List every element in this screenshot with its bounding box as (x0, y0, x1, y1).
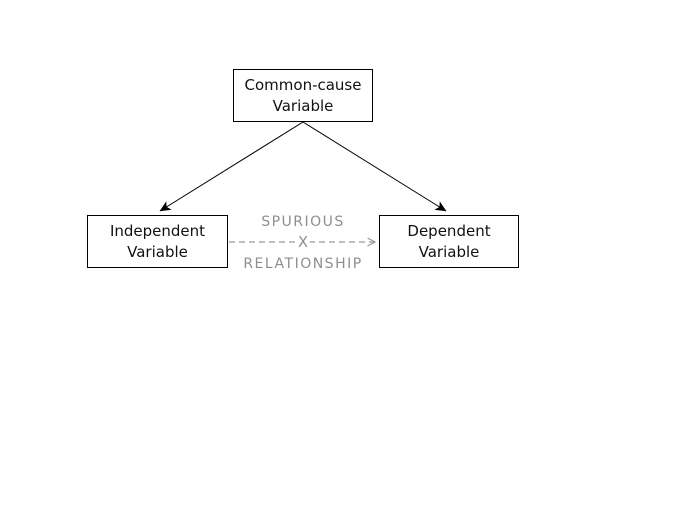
cross-mark: X (295, 233, 311, 251)
dependent-variable-label-line1: Dependent (407, 221, 491, 240)
independent-variable-label-line1: Independent (109, 221, 206, 240)
common-cause-variable-label-line2: Variable (272, 96, 334, 115)
independent-variable-label-line2: Variable (127, 242, 188, 261)
arrow-common-to-dependent (302, 121, 447, 212)
relationship-label: RELATIONSHIP (243, 256, 363, 272)
dependent-variable-label-line2: Variable (418, 242, 480, 261)
spurious-label: SPURIOUS (261, 214, 345, 230)
arrow-common-to-independent (159, 121, 304, 212)
common-cause-variable-label-line1: Common-cause (244, 75, 362, 94)
common-cause-variable-node: Common-cause Variable (233, 69, 373, 122)
independent-variable-node: Independent Variable (87, 215, 228, 268)
dependent-variable-node: Dependent Variable (379, 215, 519, 268)
